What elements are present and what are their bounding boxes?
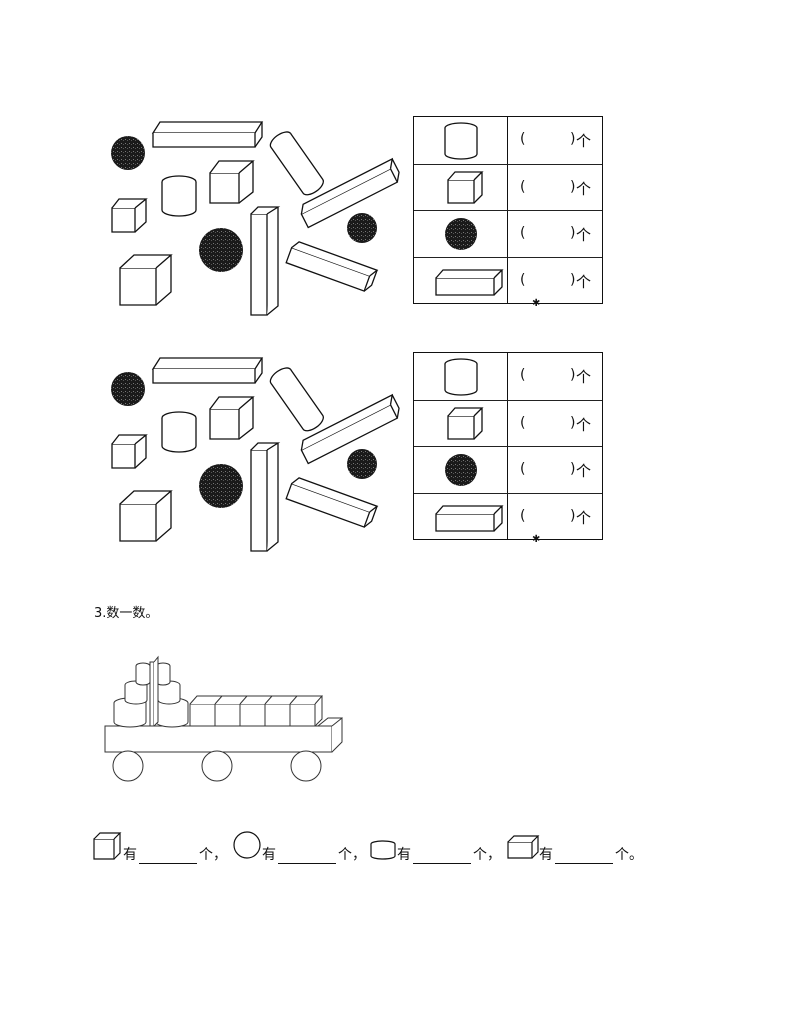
cylinder-icon xyxy=(444,122,478,160)
count-answer-field[interactable]: ( ) 个 xyxy=(520,414,592,434)
circle-icon xyxy=(233,831,261,859)
count-table: ( ) 个 ( ) 个 ( ) 个 ( ) xyxy=(413,352,603,540)
answer-cuboid: 有个。 xyxy=(506,828,666,868)
cube-icon xyxy=(447,406,483,440)
answer-blank[interactable] xyxy=(139,849,197,864)
answer-cylinder: 有个， xyxy=(369,828,509,868)
count-answer-field[interactable]: ( ) 个 xyxy=(520,507,592,527)
count-row-cylinder: ( ) 个 xyxy=(414,353,602,400)
count-row-cuboid: ( ) 个 xyxy=(414,256,602,303)
shapes-picture xyxy=(110,357,404,552)
count-answer-field[interactable]: ( ) 个 xyxy=(520,367,592,386)
sphere-icon xyxy=(445,454,477,486)
count-answer-field[interactable]: ( ) 个 xyxy=(520,225,592,244)
answer-circle: 有个， xyxy=(232,828,372,868)
count-row-cylinder: ( ) 个 xyxy=(414,117,602,164)
cuboid-icon xyxy=(507,835,540,859)
count-row-cuboid: ( ) 个 xyxy=(414,492,602,539)
sphere-icon xyxy=(445,218,477,250)
count-row-sphere: ( ) 个 xyxy=(414,210,602,257)
cuboid-icon xyxy=(435,504,503,532)
answer-blank[interactable] xyxy=(413,849,471,864)
answer-blank[interactable] xyxy=(555,849,613,864)
count-answer-field[interactable]: ( ) 个 xyxy=(520,271,592,291)
cuboid-icon xyxy=(435,268,503,296)
cylinder-icon xyxy=(370,840,396,860)
count-row-cube: ( ) 个 xyxy=(414,399,602,446)
question-3-title: 3.数一数。 xyxy=(94,606,159,621)
question-3-answers: 有个， 有个， 有个， 有个。 xyxy=(92,828,712,868)
scan-mark: ✱ xyxy=(532,534,541,545)
cylinder-icon xyxy=(444,358,478,396)
count-table: ( ) 个 ( ) 个 ( ) 个 ( ) xyxy=(413,116,603,304)
answer-blank[interactable] xyxy=(278,849,336,864)
cube-icon xyxy=(93,832,122,860)
shape-count-block-1: ( ) 个 ( ) 个 ( ) 个 ( ) xyxy=(0,110,794,325)
cube-icon xyxy=(447,170,483,204)
count-answer-field[interactable]: ( ) 个 xyxy=(520,178,592,198)
count-row-sphere: ( ) 个 xyxy=(414,446,602,493)
shape-count-block-2: ( ) 个 ( ) 个 ( ) 个 ( ) xyxy=(0,346,794,561)
scan-mark: ✱ xyxy=(532,298,541,309)
count-row-cube: ( ) 个 xyxy=(414,163,602,210)
shapes-picture xyxy=(110,121,404,316)
count-answer-field[interactable]: ( ) 个 xyxy=(520,461,592,480)
train-of-blocks-picture xyxy=(104,655,343,782)
count-answer-field[interactable]: ( ) 个 xyxy=(520,131,592,150)
answer-cube: 有个， xyxy=(92,828,232,868)
